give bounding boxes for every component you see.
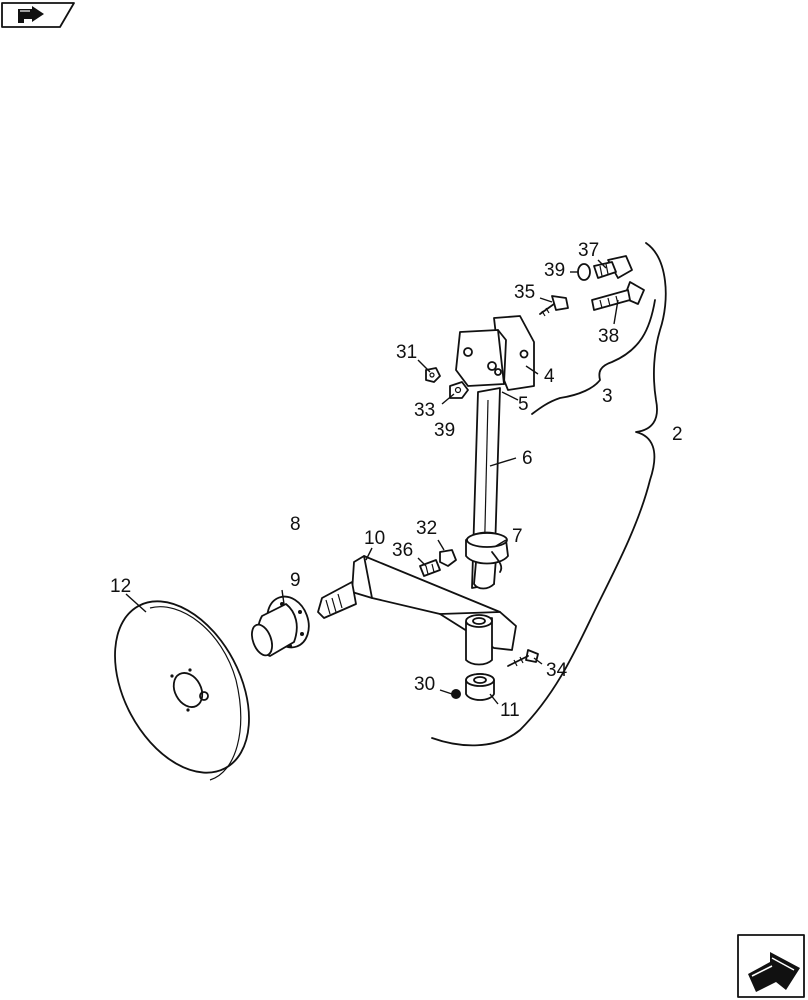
assembly-bracket-2 bbox=[431, 242, 667, 747]
callout-7: 7 bbox=[512, 526, 523, 547]
callout-6: 6 bbox=[522, 448, 533, 469]
callout-5: 5 bbox=[518, 394, 529, 415]
washer-39 bbox=[577, 263, 591, 281]
callout-33: 33 bbox=[414, 400, 435, 421]
bushing-11 bbox=[465, 673, 495, 701]
callout-34: 34 bbox=[546, 660, 568, 681]
assembly-bracket-3 bbox=[531, 299, 656, 415]
bottom-nav-tab[interactable] bbox=[737, 934, 805, 998]
nut-30 bbox=[451, 689, 461, 699]
nut-32 bbox=[439, 549, 457, 567]
callout-8: 8 bbox=[290, 514, 301, 535]
callout-35: 35 bbox=[514, 282, 535, 303]
mounting-bracket bbox=[455, 315, 535, 391]
callout-12: 12 bbox=[110, 576, 131, 597]
bolt-37 bbox=[593, 255, 633, 279]
spindle-arm bbox=[317, 555, 517, 666]
bolt-36 bbox=[419, 559, 441, 577]
hub bbox=[251, 595, 310, 657]
callout-39-mid: 39 bbox=[434, 420, 455, 441]
bolt-38 bbox=[591, 281, 645, 311]
disc-blade bbox=[114, 600, 250, 781]
previous-page-arrow-icon bbox=[18, 6, 44, 23]
callout-36: 36 bbox=[392, 540, 413, 561]
callout-2: 2 bbox=[672, 424, 683, 445]
callout-30: 30 bbox=[414, 674, 435, 695]
callout-37: 37 bbox=[578, 240, 599, 261]
leader-lines bbox=[125, 259, 619, 705]
callout-10: 10 bbox=[364, 528, 385, 549]
callout-31: 31 bbox=[396, 342, 417, 363]
callout-38: 38 bbox=[598, 326, 619, 347]
callout-9: 9 bbox=[290, 570, 301, 591]
bolt-35 bbox=[539, 295, 569, 317]
shaft-collar bbox=[465, 531, 509, 573]
callout-4: 4 bbox=[544, 366, 555, 387]
bolt-34 bbox=[507, 649, 539, 667]
callout-11: 11 bbox=[500, 700, 520, 721]
callout-labels: 37 39 35 38 31 4 3 5 33 39 2 6 8 32 10 7… bbox=[110, 240, 683, 721]
callout-3: 3 bbox=[602, 386, 613, 407]
callout-32: 32 bbox=[416, 518, 437, 539]
callout-39-top: 39 bbox=[544, 260, 565, 281]
next-page-arrow-icon bbox=[748, 952, 800, 992]
nut-33 bbox=[449, 381, 469, 399]
top-nav-tab[interactable] bbox=[1, 2, 75, 28]
